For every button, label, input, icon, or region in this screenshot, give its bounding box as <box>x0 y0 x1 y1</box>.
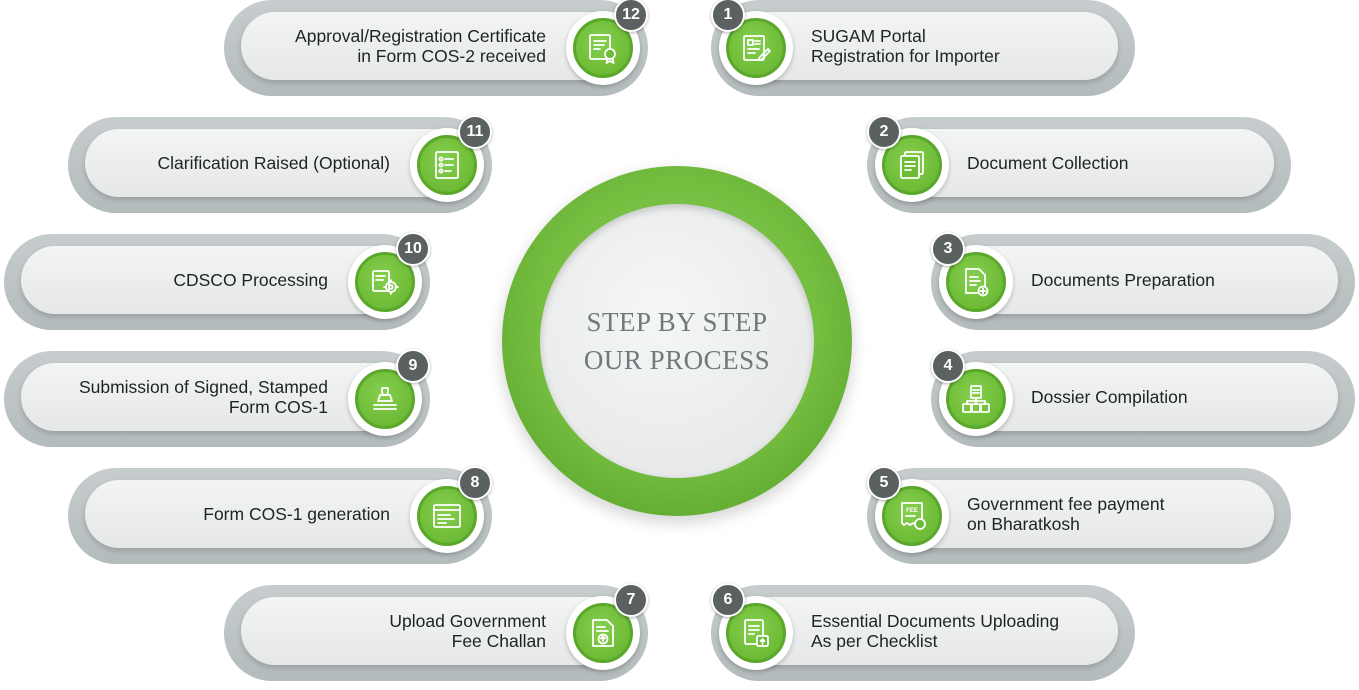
step-3: Documents Preparation 3 <box>931 232 1355 330</box>
step-8-label: Form COS-1 generation <box>94 480 390 548</box>
step-9-line-2: Form COS-1 <box>228 397 328 417</box>
step-10: CDSCO Processing 10 <box>4 232 430 330</box>
step-7-label: Upload Government Fee Challan <box>250 597 546 665</box>
step-12-line-1: Approval/Registration Certificate <box>295 26 546 46</box>
step-7-number-badge: 7 <box>614 583 648 617</box>
step-11-label: Clarification Raised (Optional) <box>94 129 390 197</box>
step-6-label: Essential Documents Uploading As per Che… <box>811 597 1109 665</box>
step-5-line-2: on Bharatkosh <box>967 514 1080 534</box>
step-1: SUGAM Portal Registration for Importer 1 <box>711 0 1135 96</box>
step-6-number-badge: 6 <box>711 583 745 617</box>
step-3-number-badge: 3 <box>931 232 965 266</box>
step-12-label: Approval/Registration Certificate in For… <box>250 12 546 80</box>
step-6: Essential Documents Uploading As per Che… <box>711 583 1135 681</box>
step-12-number-badge: 12 <box>614 0 648 32</box>
step-5-number-badge: 5 <box>867 466 901 500</box>
step-11-number-badge: 11 <box>458 115 492 149</box>
step-3-label: Documents Preparation <box>1031 246 1329 314</box>
center-title-line-2: OUR PROCESS <box>583 345 771 375</box>
step-10-number-badge: 10 <box>396 232 430 266</box>
step-11-line-1: Clarification Raised (Optional) <box>157 153 390 173</box>
step-7-line-2: Fee Challan <box>451 631 546 651</box>
step-9: Submission of Signed, Stamped Form COS-1… <box>4 349 430 447</box>
step-6-line-2: As per Checklist <box>811 631 938 651</box>
fee-receipt-icon-text: FEE <box>906 508 918 514</box>
step-1-line-2: Registration for Importer <box>811 46 1000 66</box>
step-5: Government fee payment on Bharatkosh FEE… <box>867 466 1291 564</box>
step-5-line-1: Government fee payment <box>967 494 1165 514</box>
step-1-line-1: SUGAM Portal <box>811 26 926 46</box>
step-10-line-1: CDSCO Processing <box>173 270 328 290</box>
step-1-number-badge: 1 <box>711 0 745 32</box>
files-organize-icon <box>946 369 1006 429</box>
step-10-label: CDSCO Processing <box>30 246 328 314</box>
step-11: Clarification Raised (Optional) 11 <box>68 115 492 213</box>
step-1-label: SUGAM Portal Registration for Importer <box>811 12 1109 80</box>
step-5-label: Government fee payment on Bharatkosh <box>967 480 1265 548</box>
step-2-number-badge: 2 <box>867 115 901 149</box>
step-2-line-1: Document Collection <box>967 153 1129 173</box>
step-9-label: Submission of Signed, Stamped Form COS-1 <box>30 363 328 431</box>
step-4: Dossier Compilation 4 <box>931 349 1355 447</box>
step-12: Approval/Registration Certificate in For… <box>224 0 648 96</box>
step-8: Form COS-1 generation 8 <box>68 466 492 564</box>
step-9-number-badge: 9 <box>396 349 430 383</box>
step-12-line-2: in Form COS-2 received <box>357 46 546 66</box>
form-window-icon <box>417 486 477 546</box>
step-2-label: Document Collection <box>967 129 1265 197</box>
step-7: Upload Government Fee Challan 7 <box>224 583 648 681</box>
fee-receipt-icon: FEE <box>882 486 942 546</box>
step-4-number-badge: 4 <box>931 349 965 383</box>
step-3-line-1: Documents Preparation <box>1031 270 1215 290</box>
step-4-label: Dossier Compilation <box>1031 363 1329 431</box>
center-title-line-1: STEP BY STEP <box>586 307 768 337</box>
step-9-line-1: Submission of Signed, Stamped <box>78 377 328 397</box>
step-6-line-1: Essential Documents Uploading <box>811 611 1060 631</box>
step-7-line-1: Upload Government <box>389 611 546 631</box>
step-8-line-1: Form COS-1 generation <box>203 504 390 524</box>
step-2: Document Collection 2 <box>867 115 1291 213</box>
step-4-line-1: Dossier Compilation <box>1031 387 1188 407</box>
center-title: STEP BY STEP OUR PROCESS <box>540 204 814 478</box>
step-8-number-badge: 8 <box>458 466 492 500</box>
form-edit-icon <box>726 18 786 78</box>
center-ring: STEP BY STEP OUR PROCESS <box>502 166 852 516</box>
